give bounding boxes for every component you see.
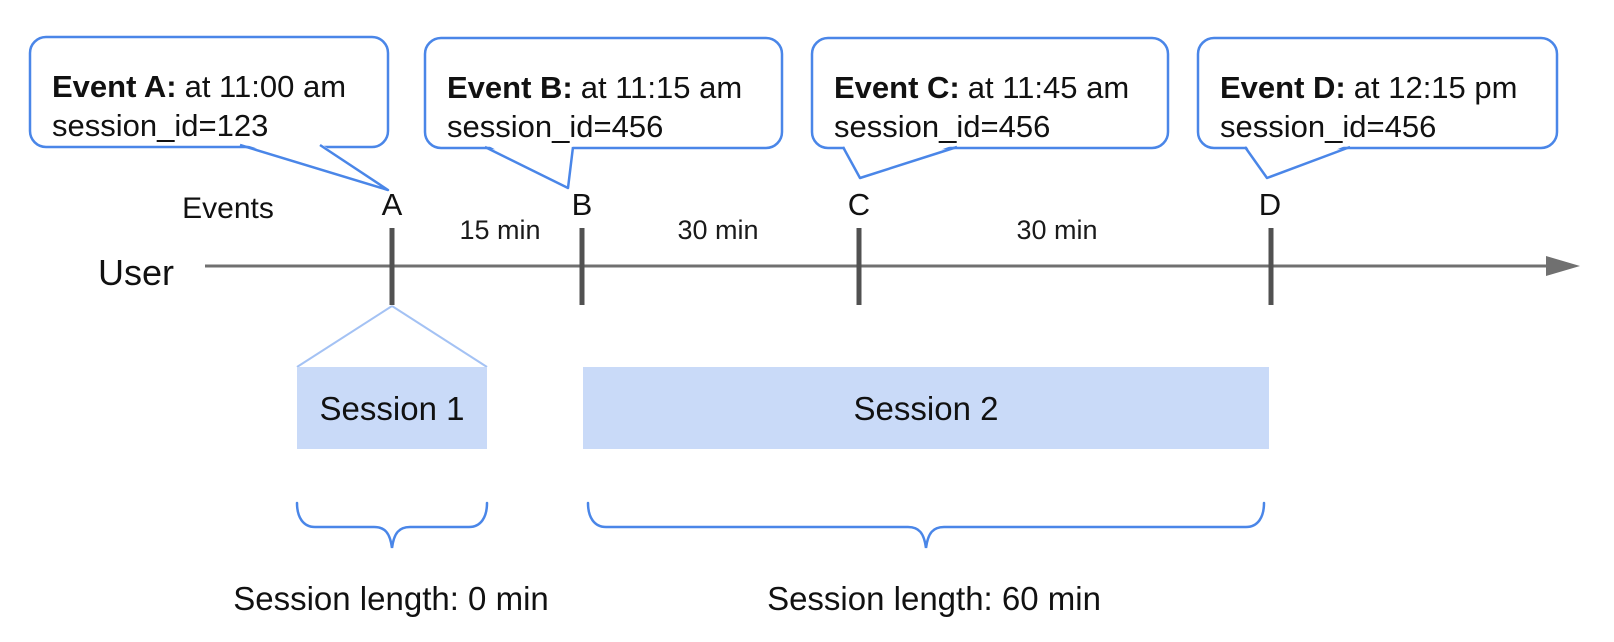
arrowhead-icon bbox=[1546, 256, 1580, 276]
callout-b-time: at 11:15 am bbox=[581, 70, 742, 105]
timeline bbox=[205, 228, 1580, 305]
callout-tail-b bbox=[485, 144, 573, 188]
interval-label-bc: 30 min bbox=[677, 215, 758, 245]
callout-a-session: session_id=123 bbox=[52, 108, 268, 143]
callout-tail-c-outline bbox=[841, 145, 958, 180]
user-axis-label: User bbox=[98, 252, 174, 293]
session-2-brace bbox=[586, 501, 1266, 549]
callout-a-time: at 11:00 am bbox=[185, 69, 346, 104]
callout-c-line1: Event C:at 11:45 am bbox=[834, 70, 1129, 105]
event-marker-label-b: B bbox=[572, 187, 593, 222]
session-2-length-label: Session length: 60 min bbox=[767, 580, 1101, 617]
callout-d-time: at 12:15 pm bbox=[1354, 70, 1518, 105]
session-fan-line-right bbox=[391, 305, 488, 368]
session-1: Session 1 bbox=[296, 305, 488, 449]
event-marker-label-d: D bbox=[1259, 187, 1281, 222]
callout-bubble-c bbox=[810, 36, 1170, 150]
session-bar-2-label: Session 2 bbox=[854, 390, 999, 427]
event-marker-label-c: C bbox=[848, 187, 870, 222]
callout-bubble-d bbox=[1196, 36, 1559, 150]
event-callout-b: Event B:at 11:15 am session_id=456 bbox=[423, 36, 784, 190]
callout-bubble-b bbox=[423, 36, 784, 150]
session-2: Session 2 bbox=[583, 367, 1269, 449]
callout-tail-c bbox=[843, 144, 957, 178]
session-bar-1 bbox=[297, 367, 487, 449]
callout-b-line1: Event B:at 11:15 am bbox=[447, 70, 742, 105]
callout-c-title: Event C: bbox=[834, 70, 960, 105]
callout-c-time: at 11:45 am bbox=[968, 70, 1129, 105]
callout-tail-a-outline bbox=[239, 143, 390, 192]
interval-label-cd: 30 min bbox=[1016, 215, 1097, 245]
interval-label-ab: 15 min bbox=[459, 215, 540, 245]
session-fan-line-left bbox=[296, 305, 393, 368]
callout-d-title: Event D: bbox=[1220, 70, 1346, 105]
session-bar-1-label: Session 1 bbox=[320, 390, 465, 427]
callout-d-line1: Event D:at 12:15 pm bbox=[1220, 70, 1517, 105]
callout-a-title: Event A: bbox=[52, 69, 177, 104]
session-bar-2 bbox=[583, 367, 1269, 449]
callout-b-session: session_id=456 bbox=[447, 109, 663, 144]
callout-c-session: session_id=456 bbox=[834, 109, 1050, 144]
events-axis-label: Events bbox=[182, 192, 274, 225]
session-1-length-label: Session length: 0 min bbox=[233, 580, 549, 617]
callout-tail-b-outline bbox=[484, 145, 575, 190]
event-callout-c: Event C:at 11:45 am session_id=456 bbox=[810, 36, 1170, 180]
callout-d-session: session_id=456 bbox=[1220, 109, 1436, 144]
event-callout-a: Event A:at 11:00 am session_id=123 bbox=[28, 35, 390, 192]
event-callout-d: Event D:at 12:15 pm session_id=456 bbox=[1196, 36, 1559, 180]
callout-tail-d bbox=[1245, 144, 1350, 178]
callout-bubble-a bbox=[28, 35, 390, 149]
event-marker-label-a: A bbox=[382, 187, 403, 222]
session-1-brace bbox=[295, 501, 489, 549]
callout-b-title: Event B: bbox=[447, 70, 573, 105]
callout-tail-d-outline bbox=[1243, 145, 1351, 180]
callout-a-line1: Event A:at 11:00 am bbox=[52, 69, 346, 104]
